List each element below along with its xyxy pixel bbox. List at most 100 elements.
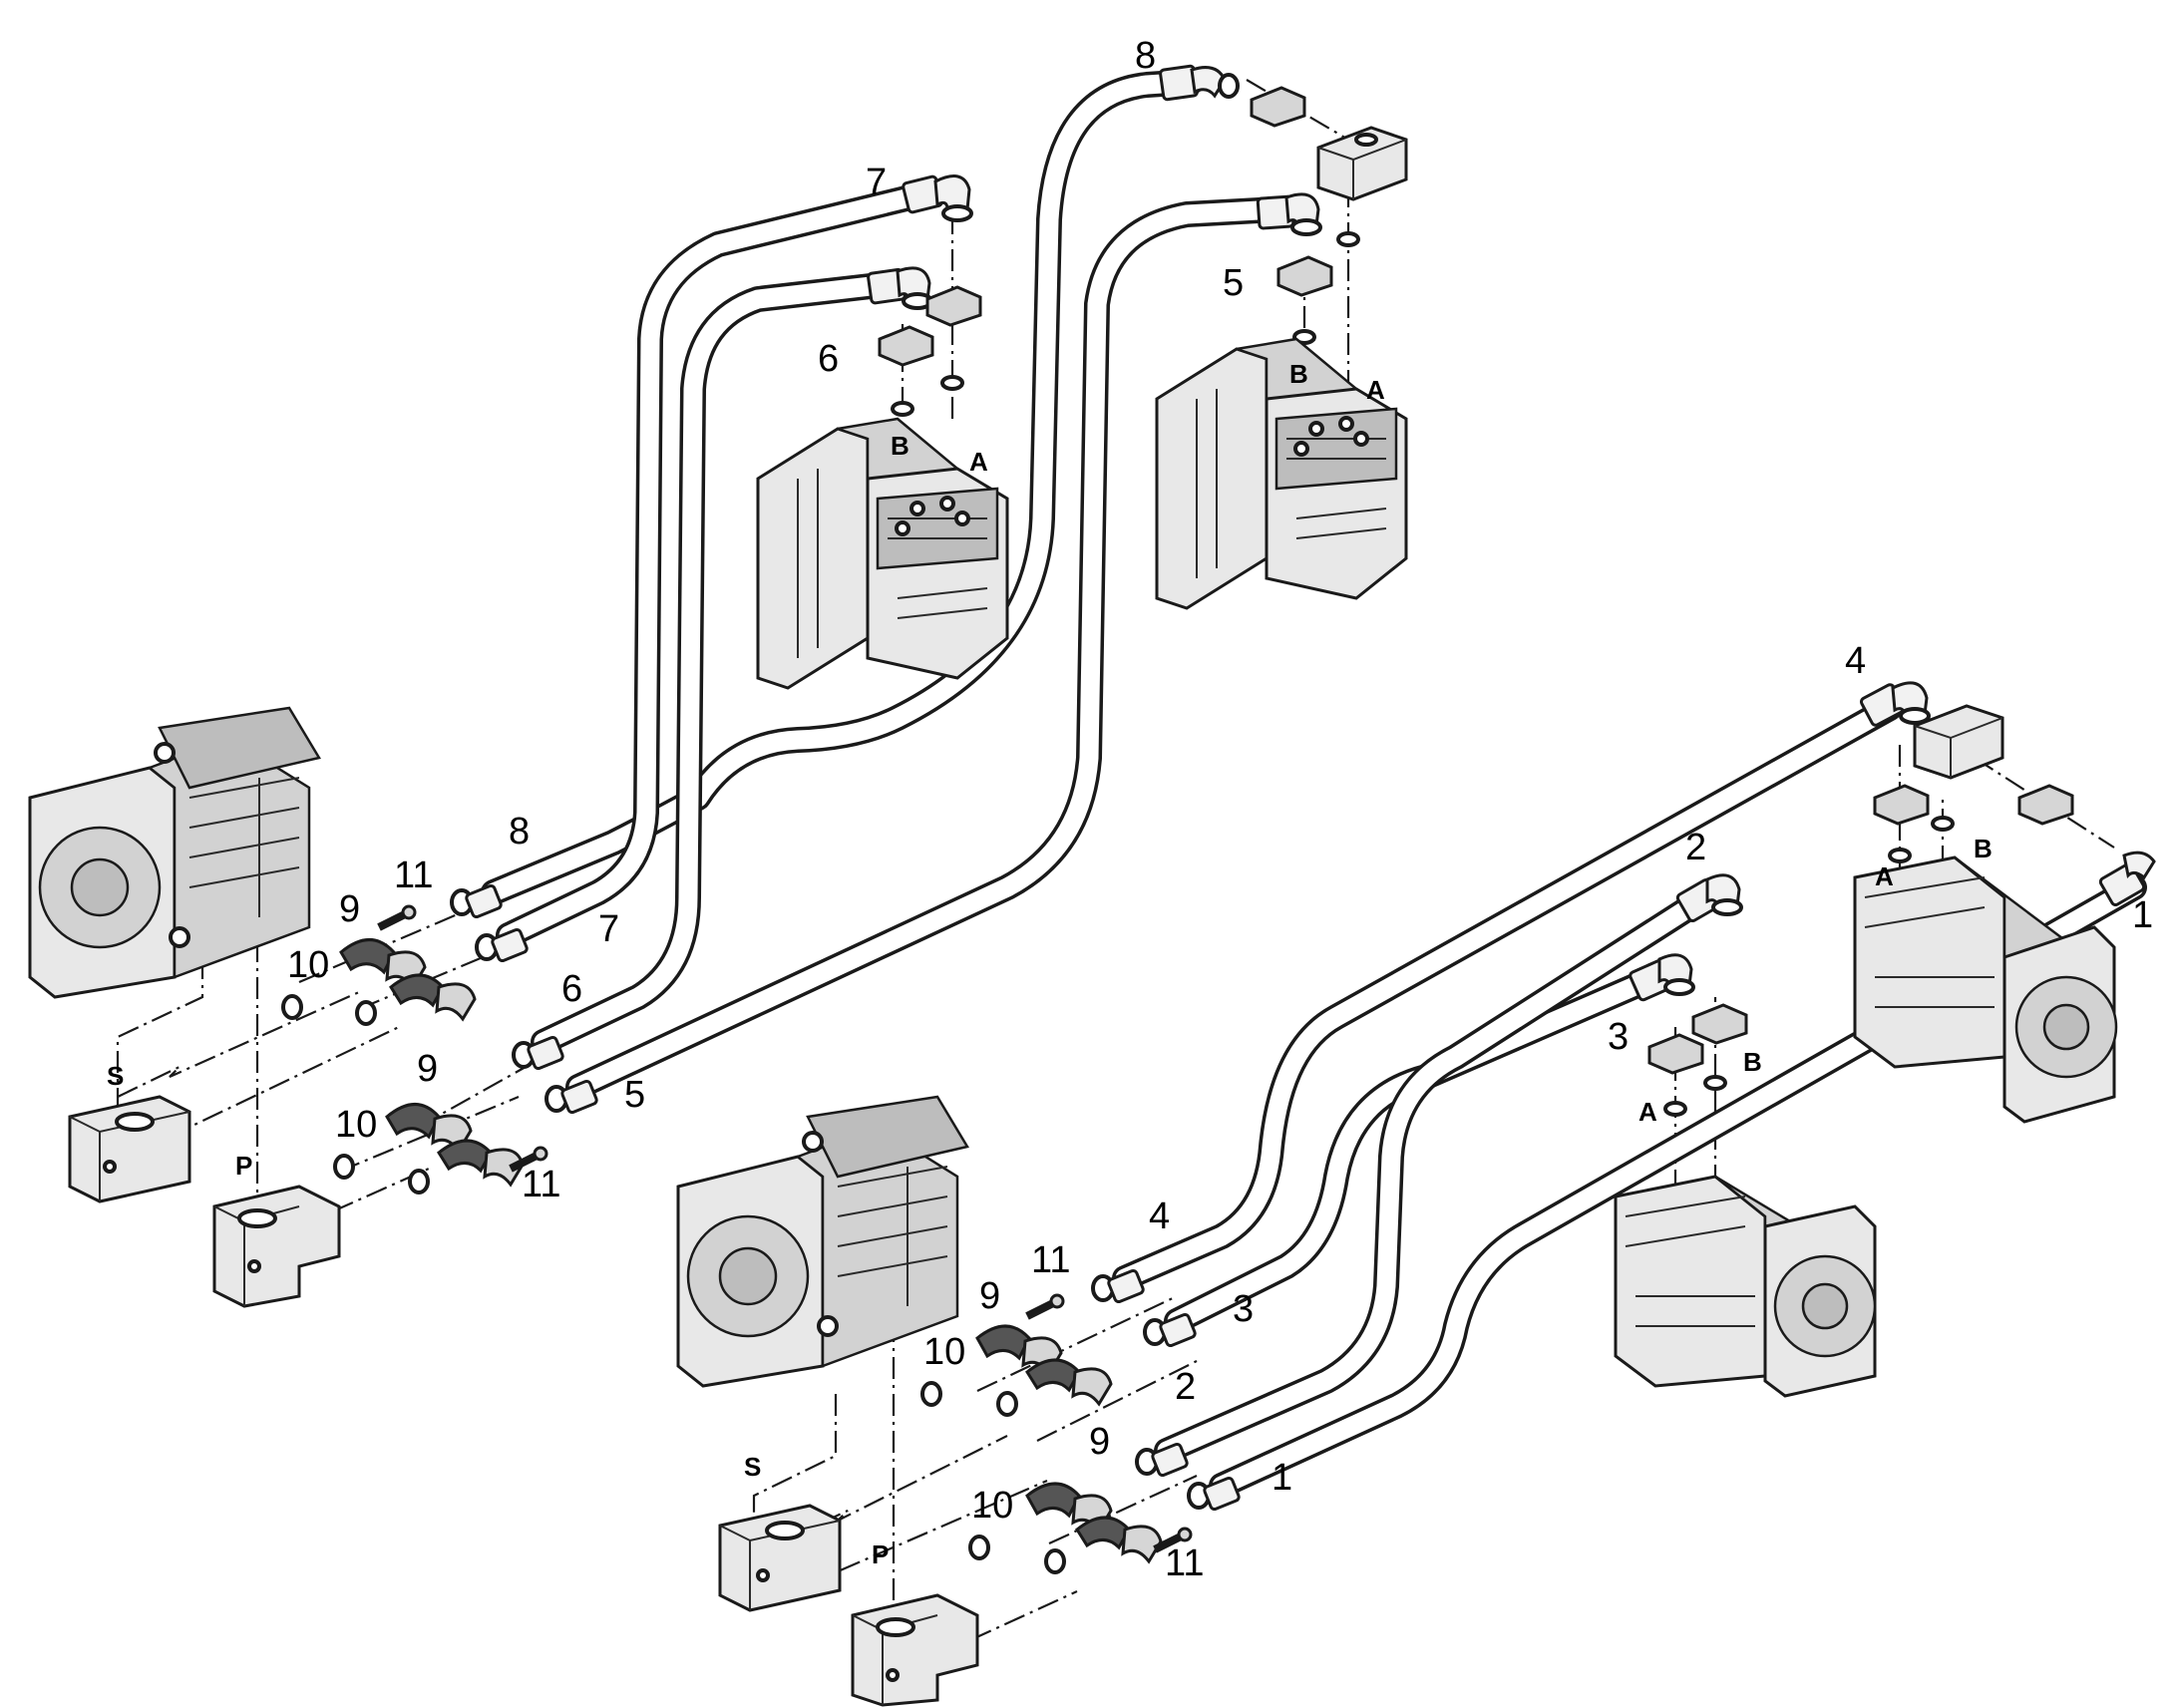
port-block-p-left: [212, 1185, 341, 1308]
callout-number: 3: [1608, 1016, 1629, 1058]
port-letter: A: [1638, 1097, 1657, 1127]
elbow-fitting-1: [2098, 851, 2156, 907]
flange-clamp-9: [1025, 1482, 1163, 1564]
callout-number: 11: [1165, 1542, 1204, 1584]
elbow-fitting-5: [1256, 192, 1322, 236]
o-ring: [1931, 816, 1955, 832]
flange-block: [1316, 126, 1408, 201]
hydraulic-pump-right: [676, 1095, 969, 1388]
straight-fitting-2: [1135, 1442, 1189, 1478]
o-ring: [891, 401, 914, 417]
callout-number: 3: [1233, 1288, 1254, 1330]
hose-1: [1209, 874, 2147, 1499]
screw-11: [1025, 1293, 1065, 1320]
callout-number: 6: [561, 968, 582, 1010]
port-letter: B: [1289, 359, 1308, 389]
hose-6: [531, 271, 901, 1055]
elbow-fitting-8: [1159, 64, 1240, 102]
callout-number: 1: [2132, 894, 2153, 936]
port-block-s-left: [68, 1095, 191, 1203]
port-block-s-right: [718, 1504, 842, 1612]
callout-number: 2: [1685, 827, 1706, 868]
flange-clamp-9: [975, 1324, 1113, 1407]
elbow-fitting-3: [1629, 953, 1695, 1002]
flange-clamp: [1647, 1003, 1748, 1075]
callout-number: 2: [1175, 1366, 1196, 1408]
hose-2: [1154, 884, 1718, 1464]
callout-number: 9: [979, 1275, 1000, 1317]
o-ring: [1703, 1075, 1727, 1091]
o-ring-10: [281, 994, 303, 1020]
flange-clamp: [1250, 86, 1333, 297]
flange-block: [1913, 704, 2004, 780]
hoses: [481, 69, 2147, 1499]
hose-4: [1112, 695, 1903, 1291]
o-ring-10: [1044, 1548, 1066, 1574]
screw-11: [377, 904, 417, 931]
callout-number: 8: [509, 811, 530, 853]
straight-fitting-7: [475, 927, 529, 963]
screw-11: [1153, 1527, 1193, 1553]
port-letter: B: [891, 431, 909, 461]
callout-number: 10: [335, 1104, 377, 1146]
flange-clamp-9: [339, 938, 477, 1022]
callout-number: 9: [339, 888, 360, 930]
o-ring-10: [333, 1154, 355, 1180]
o-ring: [1888, 848, 1912, 863]
callout-number: 4: [1845, 640, 1866, 682]
hose-3: [1164, 964, 1668, 1334]
callout-number: 10: [923, 1331, 965, 1373]
elbow-fitting-4: [1859, 681, 1931, 727]
straight-fitting-6: [512, 1035, 564, 1071]
callout-number: 11: [522, 1164, 560, 1205]
screw-11: [509, 1146, 548, 1173]
elbow-fitting-7: [902, 174, 973, 222]
port-letter: B: [1743, 1047, 1762, 1077]
o-ring-10: [408, 1169, 430, 1195]
callout-number: 7: [598, 908, 619, 950]
callout-number: 4: [1149, 1196, 1170, 1237]
callout-number: 6: [818, 338, 839, 380]
o-ring: [1336, 231, 1360, 247]
straight-fitting-1: [1187, 1476, 1241, 1512]
port-letter: A: [1875, 861, 1894, 891]
flange-clamp: [1873, 784, 2074, 826]
callout-number: 11: [394, 854, 433, 896]
callout-number: 7: [866, 162, 887, 203]
o-ring-10: [920, 1381, 942, 1407]
callout-number: 9: [417, 1048, 438, 1090]
callout-number: 9: [1089, 1421, 1110, 1463]
flange-clamp: [878, 285, 982, 367]
straight-fitting-5: [545, 1079, 598, 1115]
callout-number: 10: [287, 944, 329, 986]
flange-clamp-9: [385, 1103, 525, 1188]
hose-fittings: [450, 64, 2156, 1512]
port-letter: S: [744, 1452, 761, 1482]
callout-number: 5: [1223, 262, 1244, 304]
callout-number: 5: [624, 1074, 645, 1116]
port-block-p-right: [851, 1593, 979, 1707]
callout-number: 11: [1031, 1239, 1070, 1281]
straight-fitting-4: [1091, 1268, 1145, 1304]
port-letter: S: [107, 1061, 124, 1091]
hose-5: [565, 196, 1289, 1100]
callout-number: 10: [971, 1485, 1013, 1527]
callout-number: 1: [1272, 1457, 1292, 1499]
o-ring: [1663, 1101, 1687, 1117]
straight-fitting-3: [1143, 1312, 1197, 1348]
hydraulic-motor-right: [1853, 855, 2118, 1124]
port-letter: P: [235, 1151, 252, 1181]
port-letter: P: [872, 1539, 889, 1569]
hydraulic-motor-top-right: [1155, 337, 1408, 610]
o-ring-10: [968, 1535, 990, 1560]
port-letter: A: [1366, 375, 1385, 405]
port-letter: B: [1974, 834, 1993, 863]
port-labels: B A B A B A B A S P S P: [107, 359, 1993, 1569]
elbow-fitting-6: [867, 266, 933, 310]
port-letter: A: [969, 447, 988, 477]
hydraulic-motor-lower-right: [1614, 1175, 1877, 1398]
o-ring: [940, 375, 964, 391]
hydraulic-pump-left: [28, 706, 321, 999]
